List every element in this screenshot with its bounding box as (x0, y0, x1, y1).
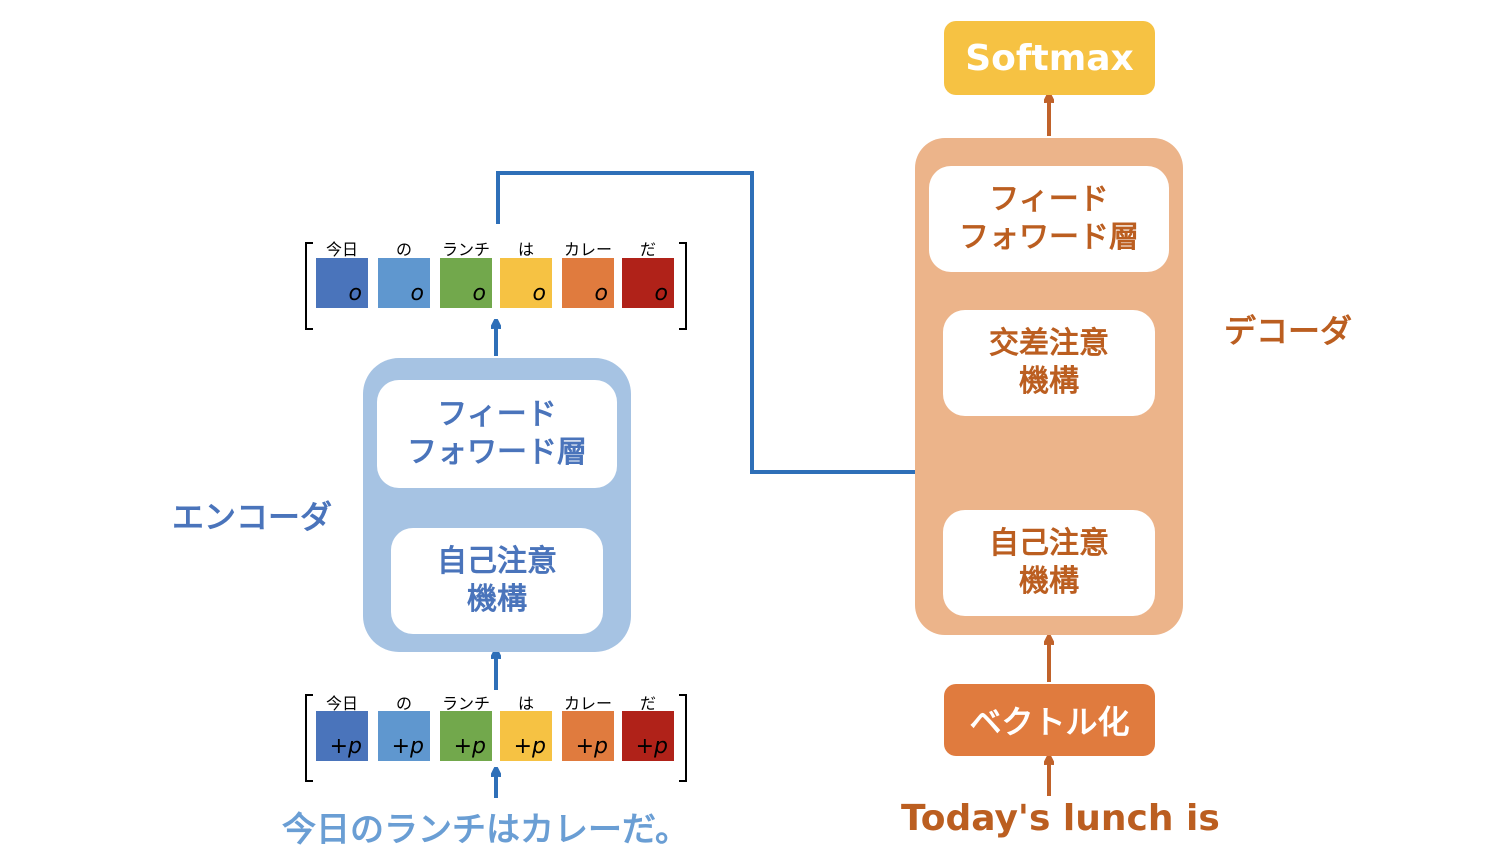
input-token-box: +p (500, 711, 552, 761)
output-token-box: o (440, 258, 492, 308)
output-token-box: o (562, 258, 614, 308)
input-vector-bracket-right (679, 694, 687, 782)
input-token-symbol: +p (453, 734, 486, 759)
input-token-label: カレー (563, 694, 612, 713)
input-token-label: だ (639, 694, 656, 713)
input-token-label: は (517, 694, 534, 713)
input-token-label: の (395, 694, 412, 713)
input-token-box: +p (378, 711, 430, 761)
softmax-box: Softmax (944, 21, 1155, 95)
output-token-box: o (316, 258, 368, 308)
input-token-symbol: +p (635, 734, 668, 759)
output-token-symbol: o (654, 281, 668, 306)
output-token-label: カレー (563, 240, 612, 259)
output-token-symbol: o (594, 281, 608, 306)
output-vector-bracket-left (305, 242, 313, 330)
output-token-box: o (500, 258, 552, 308)
output-token-label: だ (639, 240, 656, 259)
output-token-label: 今日 (325, 240, 358, 259)
encoder-self-attention-box: 自己注意 機構 (391, 528, 603, 634)
decoder-label: デコーダ (1224, 312, 1353, 350)
input-token-box: +p (562, 711, 614, 761)
input-token-symbol: +p (513, 734, 546, 759)
encoder-label: エンコーダ (172, 498, 333, 536)
input-sentence: 今日のランチはカレーだ。 (282, 810, 689, 850)
input-token-symbol: +p (329, 734, 362, 759)
decoder-self-attention-box: 自己注意 機構 (943, 510, 1155, 616)
vectorize-box: ベクトル化 (944, 684, 1155, 756)
output-token-symbol: o (410, 281, 424, 306)
encoder-ffn-box: フィード フォワード層 (377, 380, 617, 488)
output-token-symbol: o (532, 281, 546, 306)
decoder-ffn-box: フィード フォワード層 (929, 166, 1169, 272)
input-token-symbol: +p (391, 734, 424, 759)
output-token-box: o (622, 258, 674, 308)
output-token-label: ランチ (441, 240, 490, 259)
output-token-label: の (395, 240, 412, 259)
decoder-cross-attention-box: 交差注意 機構 (943, 310, 1155, 416)
output-token-box: o (378, 258, 430, 308)
input-token-box: +p (622, 711, 674, 761)
input-token-label: 今日 (325, 694, 358, 713)
output-sentence: Today's lunch is (901, 798, 1220, 839)
input-vector-bracket-left (305, 694, 313, 782)
output-token-symbol: o (472, 281, 486, 306)
input-token-box: +p (440, 711, 492, 761)
input-token-box: +p (316, 711, 368, 761)
output-token-symbol: o (348, 281, 362, 306)
output-token-label: は (517, 240, 534, 259)
output-vector-bracket-right (679, 242, 687, 330)
input-token-symbol: +p (575, 734, 608, 759)
input-token-label: ランチ (441, 694, 490, 713)
